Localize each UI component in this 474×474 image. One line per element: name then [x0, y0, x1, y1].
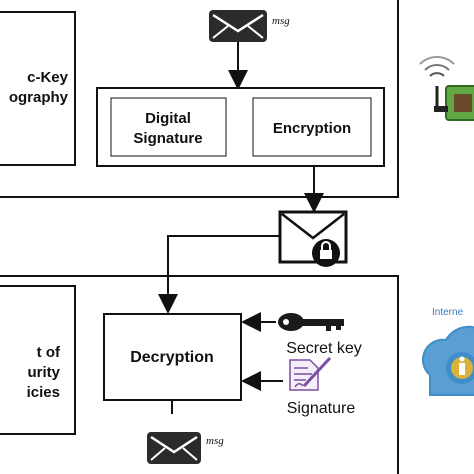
message-envelope-bottom-icon: [147, 432, 201, 464]
signature-document-icon: [289, 356, 332, 391]
internet-label: Interne: [432, 307, 464, 318]
digital-signature-label-line2: Signature: [133, 130, 202, 147]
message-bottom-label: msg: [206, 435, 224, 447]
security-policies-label-line3: icies: [27, 384, 60, 401]
wireless-chip-icon: [419, 55, 474, 121]
arrow-locked-msg-to-decryption: [158, 235, 280, 314]
security-policies-label-line2: urity: [27, 364, 60, 381]
public-key-cryptography-box: [0, 11, 76, 166]
message-top-label: msg: [272, 15, 290, 27]
locked-envelope-icon: [278, 210, 348, 267]
message-envelope-icon: [209, 10, 267, 42]
decryption-label: Decryption: [130, 349, 214, 366]
public-key-label-line2: ography: [9, 89, 69, 106]
bottom-panel: [0, 275, 399, 474]
encryption-label: Encryption: [273, 120, 351, 137]
top-panel: [0, 0, 399, 198]
security-policies-box: [0, 285, 76, 435]
digital-signature-label-line1: Digital: [145, 110, 191, 127]
encryption-box: [252, 97, 372, 157]
internet-cloud-icon: [421, 325, 474, 396]
security-policies-label-line1: t of: [37, 344, 61, 361]
secret-key-label: Secret key: [286, 340, 362, 357]
key-icon: [278, 313, 344, 331]
public-key-label-line1: c-Key: [27, 69, 69, 86]
signature-label: Signature: [287, 400, 356, 417]
digital-signature-box: [110, 97, 227, 157]
